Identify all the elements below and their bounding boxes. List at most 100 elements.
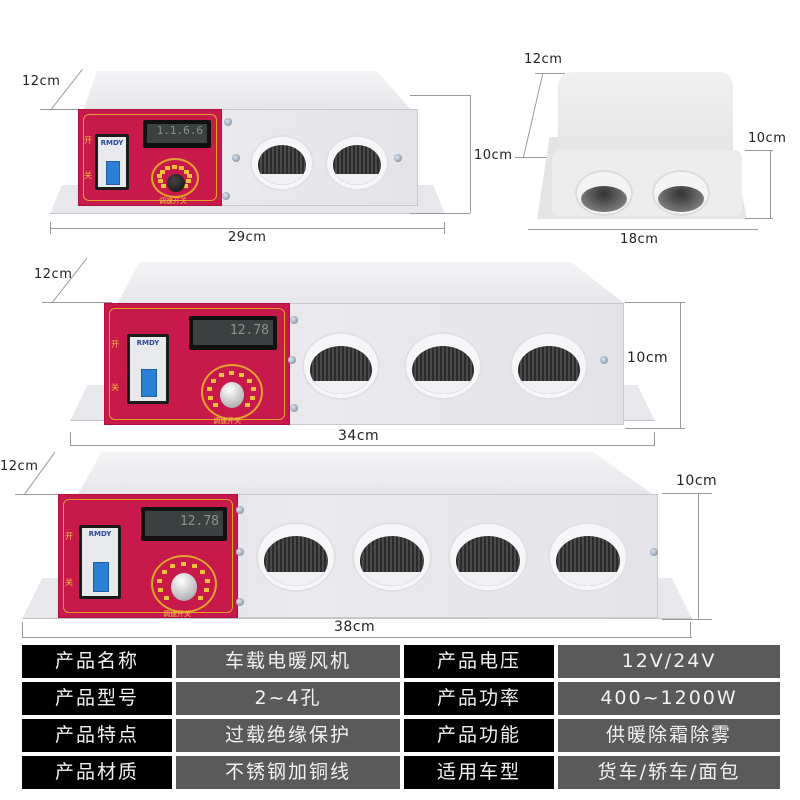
air-vent <box>325 135 389 191</box>
width-tick <box>654 432 655 446</box>
width-tick <box>70 432 71 446</box>
knob-label: 调速开关 <box>159 197 187 205</box>
speed-dial <box>201 364 263 420</box>
spec-key: 产品电压 <box>404 645 554 678</box>
depth-line <box>535 73 565 74</box>
screw-icon <box>236 548 244 556</box>
width-line <box>70 445 655 446</box>
width-tick <box>444 222 445 234</box>
switch-label-off: 关 <box>84 171 92 180</box>
screw-icon <box>650 548 658 556</box>
dial-marker <box>161 183 167 188</box>
spec-value: 车载电暖风机 <box>176 645 400 678</box>
dial-marker <box>161 570 167 575</box>
height-line <box>515 157 555 158</box>
height-tick <box>745 218 773 219</box>
depth-label: 12cm <box>524 52 563 67</box>
lcd-readout: 1.1.6.6 <box>147 124 207 143</box>
air-vent <box>302 332 380 400</box>
screw-icon <box>236 506 244 514</box>
breaker-switch[interactable] <box>140 369 158 397</box>
dial-marker <box>219 373 224 378</box>
screw-icon <box>394 154 402 162</box>
dial-marker <box>157 174 163 179</box>
switch-label-on: 开 <box>111 340 119 349</box>
spec-key: 产品功能 <box>404 719 554 752</box>
spec-row: 产品材质 不锈钢加铜线 适用车型 货车/轿车/面包 <box>22 756 780 789</box>
control-panel: 开 关 RMDY 12.78 调速开关 <box>58 494 238 618</box>
dial-marker <box>191 564 197 569</box>
screw-icon <box>232 154 240 162</box>
switch-label-off: 关 <box>65 578 73 587</box>
air-vent <box>510 332 588 400</box>
panel-border <box>83 114 217 201</box>
dial-marker <box>172 165 177 169</box>
circuit-breaker[interactable]: RMDY <box>95 134 129 190</box>
air-outlet-pipe <box>652 170 710 216</box>
spec-value: 400~1200W <box>558 682 780 715</box>
spec-row: 产品特点 过载绝缘保护 产品功能 供暖除霜除雾 <box>22 719 780 752</box>
depth-label: 12cm <box>0 459 39 474</box>
dial-marker <box>213 403 219 408</box>
depth-line <box>40 109 80 110</box>
control-panel: 开 关 RMDY 12.78 调速开关 <box>104 303 290 425</box>
height-label: 10cm <box>676 473 718 489</box>
height-line <box>410 213 470 214</box>
lcd-readout: 12.78 <box>193 320 273 345</box>
dial-marker <box>229 371 234 375</box>
dial-marker <box>208 395 214 400</box>
width-line <box>50 228 445 229</box>
switch-label-on: 开 <box>84 136 92 145</box>
lcd-display: 12.78 <box>189 316 277 350</box>
dial-marker <box>207 387 213 392</box>
height-tick <box>625 428 685 429</box>
screw-icon <box>224 118 232 126</box>
spec-key: 产品名称 <box>22 645 172 678</box>
screw-icon <box>236 598 244 606</box>
spec-key: 产品功率 <box>404 682 554 715</box>
speed-dial <box>151 555 217 613</box>
width-label: 34cm <box>338 428 380 444</box>
air-vent <box>250 135 314 191</box>
dial-marker <box>246 378 252 383</box>
circuit-breaker[interactable]: RMDY <box>127 334 169 404</box>
width-label: 29cm <box>228 230 267 245</box>
speed-knob[interactable] <box>171 573 197 601</box>
spec-value: 2~4孔 <box>176 682 400 715</box>
height-line <box>410 95 470 96</box>
heater-housing <box>558 72 733 162</box>
breaker-switch[interactable] <box>106 161 120 185</box>
breaker-brand: RMDY <box>88 530 112 538</box>
spec-key: 产品特点 <box>22 719 172 752</box>
screw-icon <box>222 192 230 200</box>
dial-marker <box>238 373 244 378</box>
heater-top <box>76 452 655 496</box>
width-label: 18cm <box>620 232 659 247</box>
depth-line <box>42 302 112 303</box>
air-outlet-pipe <box>575 170 633 216</box>
screw-icon <box>600 356 608 364</box>
depth-label: 12cm <box>34 267 73 282</box>
air-vent <box>352 522 432 592</box>
breaker-switch[interactable] <box>92 562 110 592</box>
control-panel: 开 关 RMDY 1.1.6.6 调速开关 <box>78 109 222 206</box>
speed-knob[interactable] <box>167 174 185 192</box>
screw-icon <box>290 404 298 412</box>
heater-top <box>83 71 412 111</box>
height-line <box>680 302 681 428</box>
height-tick <box>745 150 773 151</box>
dial-marker <box>200 570 206 575</box>
dial-marker <box>157 578 163 583</box>
dial-marker <box>250 387 256 392</box>
speed-knob[interactable] <box>220 382 244 408</box>
circuit-breaker[interactable]: RMDY <box>79 525 121 599</box>
panel-border <box>63 499 233 613</box>
depth-label: 12cm <box>22 74 61 89</box>
spec-value: 过载绝缘保护 <box>176 719 400 752</box>
speed-dial <box>151 158 199 198</box>
lcd-readout: 12.78 <box>145 511 223 536</box>
dial-marker <box>197 596 203 601</box>
spec-key: 产品材质 <box>22 756 172 789</box>
air-vent <box>256 522 336 592</box>
height-tick <box>662 493 712 494</box>
